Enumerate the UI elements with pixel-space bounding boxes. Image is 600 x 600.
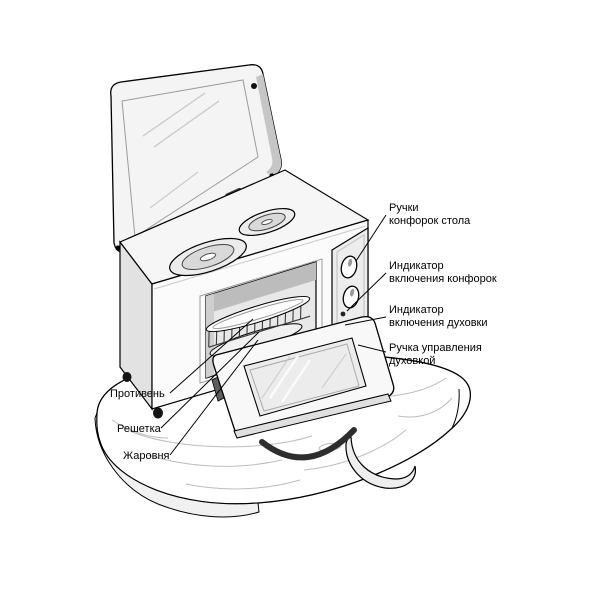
door-window-inset [249,343,360,412]
drawer-handle [345,436,416,489]
line-to-oven-indicator [344,316,387,326]
lid-edge-shade [256,74,282,177]
callout-text: Ручки [389,202,419,214]
callout-text: Жаровня [123,450,170,462]
callout-text: Решетка [117,423,161,435]
line-to-oven-knob [357,344,387,353]
callout-text: Ручка управления [389,342,482,354]
line-to-burner-knobs [355,214,387,262]
callout-lines [160,214,387,456]
callout-oven-indicator: Индикатор включения духовки [389,304,488,330]
callout-oven-knob: Ручка управления духовкой [389,342,482,368]
baking-tray [206,295,311,333]
callout-text: Индикатор [389,304,444,316]
door-handle [259,427,357,461]
cavity-left-shadow [206,293,214,378]
lid-glass-inset [121,79,259,238]
callout-text: Противень [110,388,165,400]
oven-body [119,169,370,419]
table-corner-line [451,388,460,429]
callout-burner-knobs: Ручки конфорок стола [389,202,470,228]
callout-grill-rack: Решетка [117,423,161,436]
burner-knob-2 [342,285,360,309]
burner-indicator-light [340,311,346,317]
door-window [243,337,367,417]
line-to-burner-indicator [346,272,387,312]
burner-small [238,207,296,237]
callout-baking-tray: Противень [110,388,165,401]
line-to-baking-tray [169,318,254,394]
callout-text: Индикатор [389,260,444,272]
door-reflections [261,353,347,403]
oven-feet [122,372,163,419]
line-to-roasting-pan [169,339,259,456]
oven-door [212,315,395,461]
cavity-shadow [206,262,316,314]
front-accent-line [153,225,367,290]
callout-text: духовкой [389,355,436,367]
cavity-contents [206,262,316,378]
callout-text: включения конфорок [389,273,497,285]
line-to-grill-rack [160,331,260,429]
burner-knob-1 [340,255,358,279]
lid-reflections [142,92,220,209]
callout-text: конфорок стола [389,215,471,227]
callout-roasting-pan: Жаровня [123,450,170,463]
burner-large [169,237,247,277]
door-edge [233,393,392,439]
table-edge [94,412,260,518]
callout-text: включения духовки [389,317,488,329]
callout-burner-indicator: Индикатор включения конфорок [389,260,497,286]
